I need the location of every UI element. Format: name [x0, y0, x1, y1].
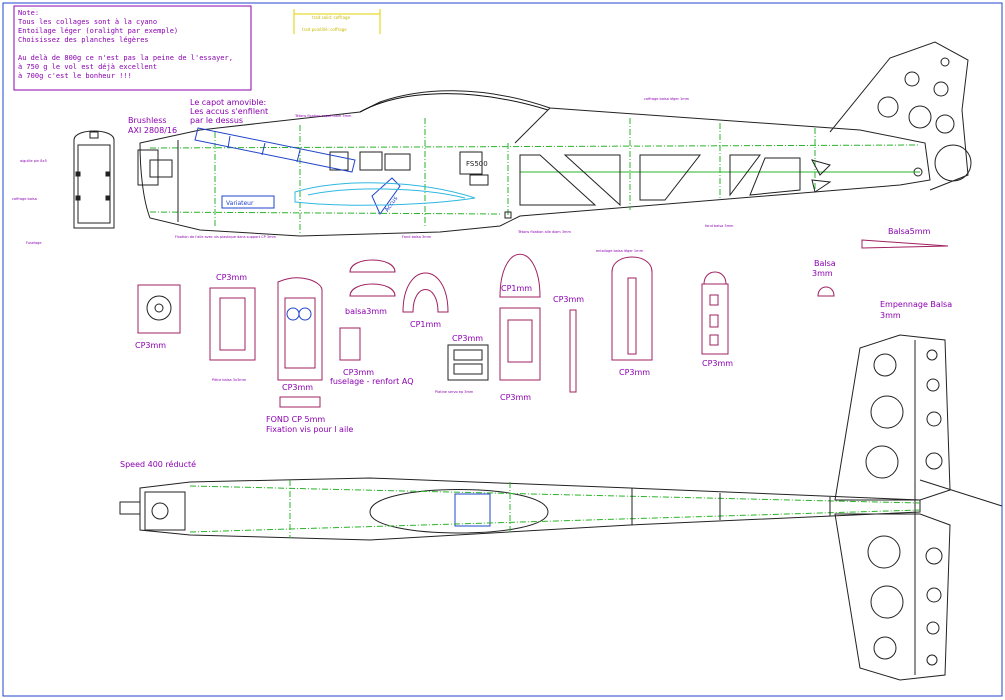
- label-tetons: Tétons fixation capot diam 3mm: [294, 114, 352, 118]
- note-line-7: à 700g c'est le bonheur !!!: [18, 72, 132, 80]
- label-fixation-aile: Fixation de l'aile avec vis plastique da…: [175, 235, 277, 239]
- note-line-3: Choisissez des planches légères: [18, 36, 149, 44]
- capot-label: Le capot amovible: Les accus s'enfilent …: [190, 98, 268, 125]
- label-cp1-b: CP1mm: [501, 284, 532, 293]
- label-tetons2: Tétons fixation aile diam 3mm: [517, 230, 571, 234]
- label-cp3-i: CP3mm: [702, 359, 733, 368]
- svg-text:AXI 2808/16: AXI 2808/16: [128, 126, 177, 135]
- label-cp1-a: CP1mm: [410, 320, 441, 329]
- label-balsa5: Balsa5mm: [888, 227, 931, 236]
- label-platine: Platine servo ep 3mm: [435, 390, 474, 394]
- variateur-label: Variateur: [226, 200, 254, 207]
- label-cp3-a: CP3mm: [135, 341, 166, 350]
- label-balsa3: balsa3mm: [345, 307, 387, 316]
- label-cp3-b: CP3mm: [216, 273, 247, 282]
- label-fond-balsa2: fond balsa 3mm: [705, 224, 734, 228]
- svg-text:par le dessus: par le dessus: [190, 116, 243, 125]
- note-line-6: à 750 g le vol est déjà excellent: [18, 63, 157, 71]
- label-cp3-h: CP3mm: [619, 368, 650, 377]
- legend-text-1: trait solid: coffrage: [312, 15, 351, 20]
- label-piece-balsa: Pièce balsa 3x3mm: [212, 378, 247, 382]
- svg-text:Brushless: Brushless: [128, 116, 167, 125]
- label-fond-1: FOND CP 5mm: [266, 415, 325, 424]
- label-coffrage-dessus: coffrage balsa léger 1mm: [644, 97, 690, 101]
- label-fuselage-renfort: fuselage - renfort AQ: [330, 377, 414, 386]
- note-line-0: Note:: [18, 9, 39, 17]
- battery-pack: [194, 127, 476, 216]
- legend-text-2: trait pointillé: coffrage: [302, 27, 347, 32]
- label-coffrage-balsa: coffrage balsa: [12, 197, 37, 201]
- label-cp3-d: CP3mm: [343, 368, 374, 377]
- label-entoilage: entoilage balsa léger 1mm: [596, 249, 644, 253]
- label-empennage-2: 3mm: [880, 311, 901, 320]
- note-line-5: Au delà de 800g ce n'est pas la peine de…: [18, 54, 233, 62]
- svg-text:Le capot amovible:: Le capot amovible:: [190, 98, 266, 107]
- label-fuselage: Fuselage: [26, 241, 42, 245]
- label-aiguille: aiguille pin 8x5: [20, 159, 47, 163]
- label-balsa3-tail-1: Balsa: [814, 259, 836, 268]
- label-cp3-f: CP3mm: [500, 393, 531, 402]
- side-view-fuselage: [137, 41, 972, 237]
- fs500-label: FS500: [466, 160, 488, 168]
- parts: [137, 239, 949, 408]
- label-fond-balsa: Fond balsa 3mm: [402, 235, 432, 239]
- label-cp3-c: CP3mm: [282, 383, 313, 392]
- label-empennage-1: Empennage Balsa: [880, 300, 952, 309]
- part-labels: CP3mm CP3mm CP3mm CP3mm CP3mm CP3mm CP3m…: [120, 227, 952, 469]
- label-speed: Speed 400 réducté: [120, 459, 196, 469]
- top-view: [119, 334, 1003, 681]
- note-line-1: Tous les collages sont à la cyano: [18, 18, 157, 26]
- front-former: [73, 130, 115, 229]
- label-fond-2: Fixation vis pour l aile: [266, 425, 353, 434]
- notes-box: Note: Tous les collages sont à la cyano …: [13, 5, 252, 91]
- line-legend: trait solid: coffrage trait pointillé: c…: [293, 9, 381, 34]
- note-line-2: Entoilage léger (oralight par exemple): [18, 27, 178, 35]
- label-balsa3-tail-2: 3mm: [812, 269, 833, 278]
- label-cp3-e: CP3mm: [452, 334, 483, 343]
- label-cp3-g: CP3mm: [553, 295, 584, 304]
- brushless-label: Brushless AXI 2808/16: [128, 116, 177, 135]
- svg-text:Les accus s'enfilent: Les accus s'enfilent: [190, 107, 268, 116]
